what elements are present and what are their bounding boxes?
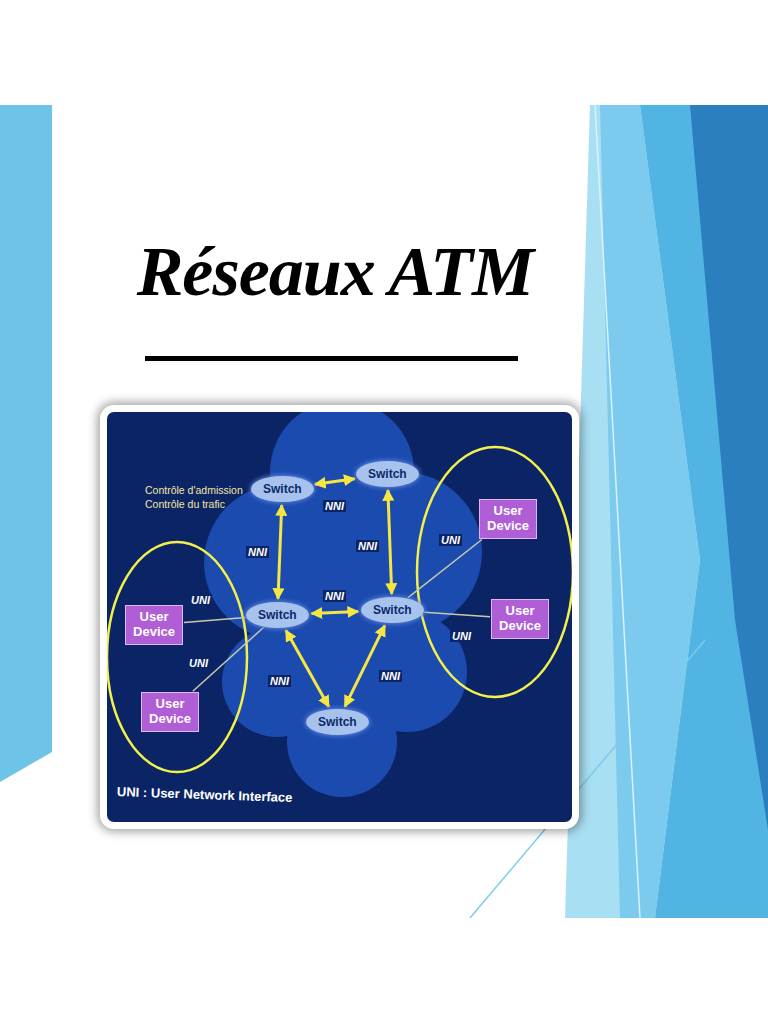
user-device-box: User Device [479, 499, 537, 539]
nni-label: NNI [323, 590, 346, 602]
switch-label: Switch [258, 608, 297, 622]
user-device-box: User Device [141, 692, 199, 732]
switch-label: Switch [373, 603, 412, 617]
left-strip [0, 105, 52, 782]
nni-arrow [315, 479, 355, 485]
nni-label: NNI [323, 500, 346, 512]
uni-label: UNI [187, 657, 210, 669]
device-label: User Device [145, 697, 195, 727]
user-device-box: User Device [125, 605, 183, 645]
uni-label: UNI [189, 594, 212, 606]
uni-link [184, 618, 246, 623]
annotation-label: Contrôle du trafic [145, 498, 225, 510]
right-light-band [565, 105, 768, 918]
user-device-box: User Device [491, 599, 549, 639]
nni-arrow [312, 612, 359, 614]
nni-arrow [388, 490, 392, 594]
switch-label: Switch [318, 715, 357, 729]
nni-label: NNI [268, 675, 291, 687]
nni-label: NNI [356, 540, 379, 552]
nni-label: NNI [379, 670, 402, 682]
uni-label: UNI [450, 630, 473, 642]
right-dark-band [690, 105, 768, 830]
title-underline [145, 356, 518, 361]
switch-ellipse: Switch [356, 461, 419, 487]
switch-ellipse: Switch [361, 597, 424, 623]
switch-ellipse: Switch [251, 476, 314, 502]
nni-arrow [286, 630, 329, 706]
uni-link [424, 612, 490, 617]
illustration-panel: Contrôle d'admissionContrôle du traficUN… [100, 405, 579, 829]
switch-ellipse: Switch [246, 602, 309, 628]
slide-title: Réseaux ATM [90, 232, 580, 312]
thin-line [595, 105, 640, 918]
switch-label: Switch [263, 482, 302, 496]
device-label: User Device [483, 504, 533, 534]
device-label: User Device [495, 604, 545, 634]
switch-ellipse: Switch [306, 709, 369, 735]
uni-label: UNI [439, 534, 462, 546]
nni-arrow [278, 505, 282, 599]
device-label: User Device [129, 610, 179, 640]
right-stripe [600, 105, 700, 918]
nni-arrow [345, 625, 385, 706]
annotation-label: UNI : User Network Interface [117, 784, 293, 805]
switch-label: Switch [368, 467, 407, 481]
nni-label: NNI [246, 546, 269, 558]
annotation-label: Contrôle d'admission [145, 484, 243, 496]
user-zone-ellipse [107, 542, 247, 772]
uni-link [408, 540, 482, 598]
